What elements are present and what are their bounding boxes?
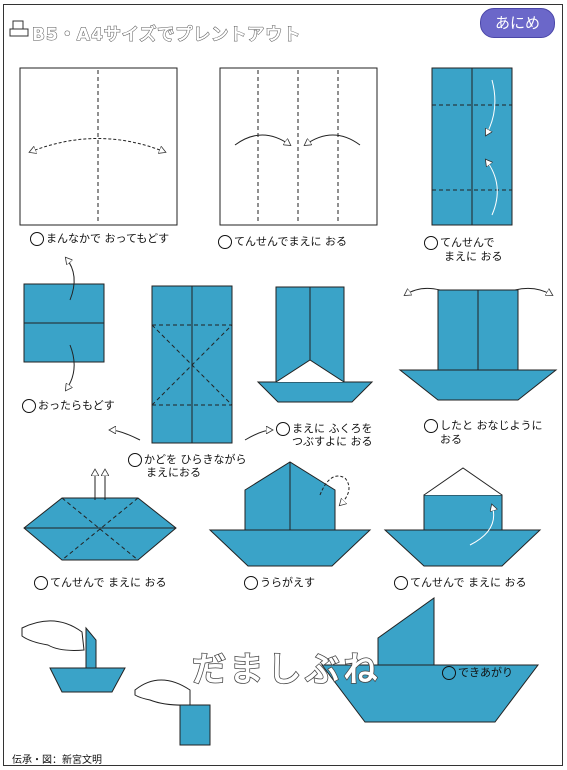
hand-right [134,679,191,706]
step-number-3 [424,236,438,250]
step-caption-6b: おる [440,433,462,446]
step9-boat [208,529,372,567]
page-title: B5・A4サイズでプレントアウト [31,25,302,46]
step6-boat [398,369,558,401]
step-caption-10: てんせんで まえに おる [394,576,526,590]
model-title: だましぶね [191,649,382,691]
step-number-2 [218,235,232,249]
step-number-7 [276,422,290,436]
final-boat [320,664,540,723]
step-number-11 [442,666,456,680]
step10-boat [383,529,542,567]
step-caption-8: てんせんで まえに おる [34,576,166,590]
anime-button[interactable]: あにめ [480,8,555,38]
step-caption-4: おったらもどす [22,399,115,413]
step7-boat [256,381,374,403]
step-caption-11: できあがり [442,666,513,680]
step-caption-3: てんせんで [424,236,494,250]
step-caption-1: まんなかで おってもどす [30,232,169,246]
step-number-9 [244,576,258,590]
step-caption-9: うらがえす [244,576,315,590]
step-number-10 [394,576,408,590]
step-number-8 [34,576,48,590]
small-boat-left [49,667,126,693]
hand-left [21,620,85,651]
step-caption-2: てんせんでまえに おる [218,235,347,249]
step-caption-7: まえに ふくろを [276,422,373,436]
step-number-6 [424,419,438,433]
step-number-1 [30,232,44,246]
step-caption-5: かどを ひらきながら [128,453,247,467]
small-sail-right [179,704,211,746]
final-sail [377,597,435,666]
step-caption-5b: まえにおる [146,466,201,479]
page-frame [3,4,563,766]
printer-icon [9,20,29,37]
step-caption-3b: まえに おる [444,250,503,263]
step-caption-6: したと おなじように [424,419,543,433]
step-number-4 [22,399,36,413]
credit-text: 伝承・図：新宮文明 [12,755,102,766]
step-number-5 [128,453,142,467]
step-caption-7b: つぶすよに おる [292,435,373,448]
